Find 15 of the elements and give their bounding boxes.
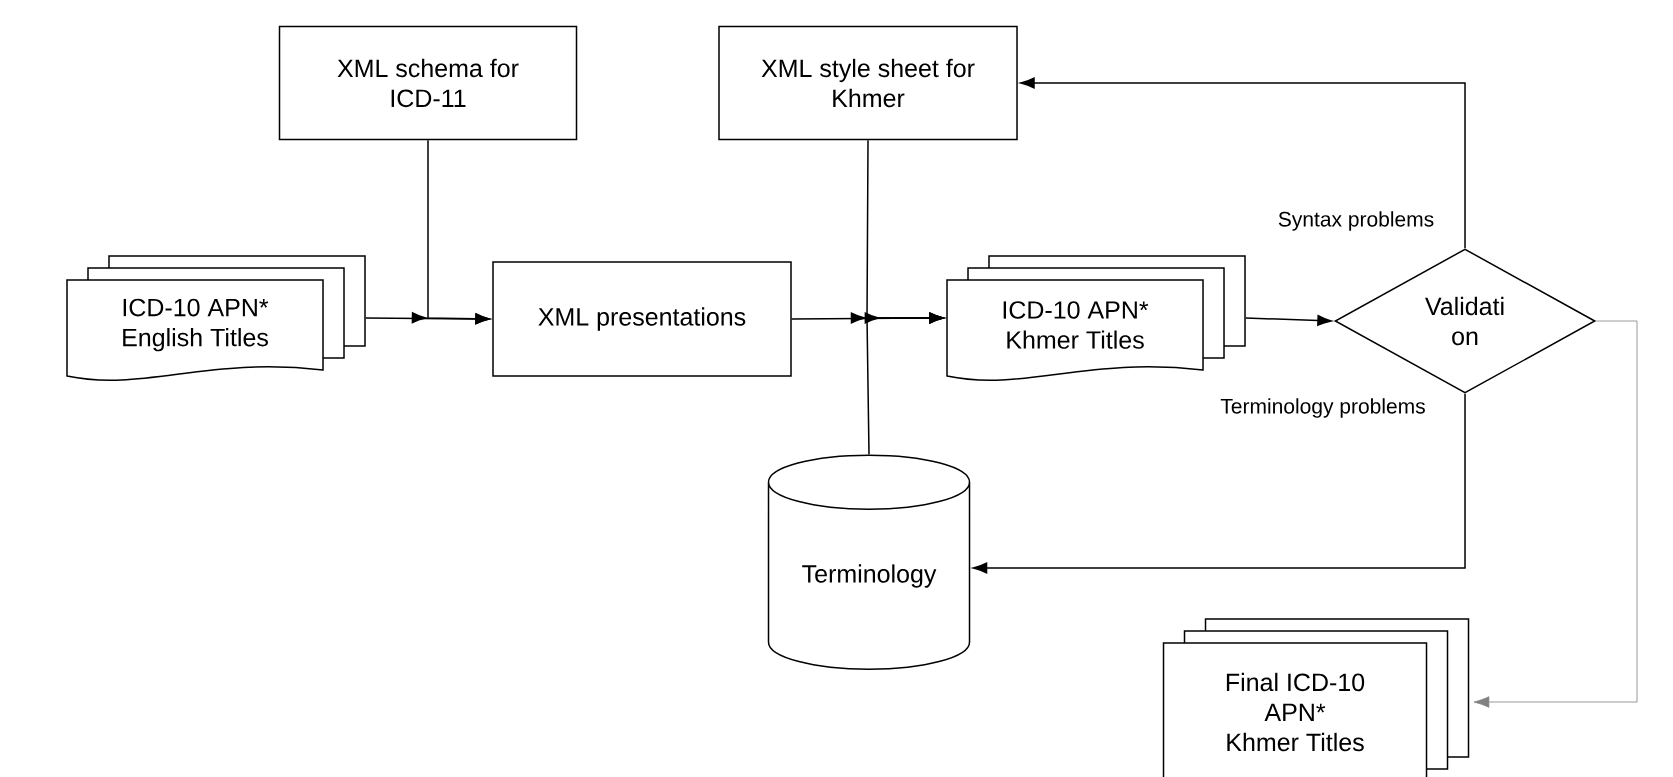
arrow	[1473, 320, 1638, 708]
arrow	[1020, 77, 1466, 249]
process-box: XML style sheet for Khmer	[718, 25, 1018, 141]
document-stack: ICD-10 APN* English Titles	[66, 255, 366, 381]
edge-label: Syntax problems	[1275, 209, 1437, 233]
arrow	[972, 393, 1466, 574]
arrow	[864, 312, 944, 456]
arrow	[1245, 315, 1332, 326]
edge-label: Terminology problems	[1218, 396, 1428, 420]
process-box: XML schema for ICD-11	[278, 25, 578, 141]
document-stack: ICD-10 APN* Khmer Titles	[946, 255, 1246, 381]
database-cylinder: Terminology	[767, 454, 971, 670]
process-box: XML presentations	[492, 261, 792, 377]
document-stack: Final ICD-10 APN* Khmer Titles	[1162, 618, 1470, 777]
arrow	[411, 139, 490, 325]
